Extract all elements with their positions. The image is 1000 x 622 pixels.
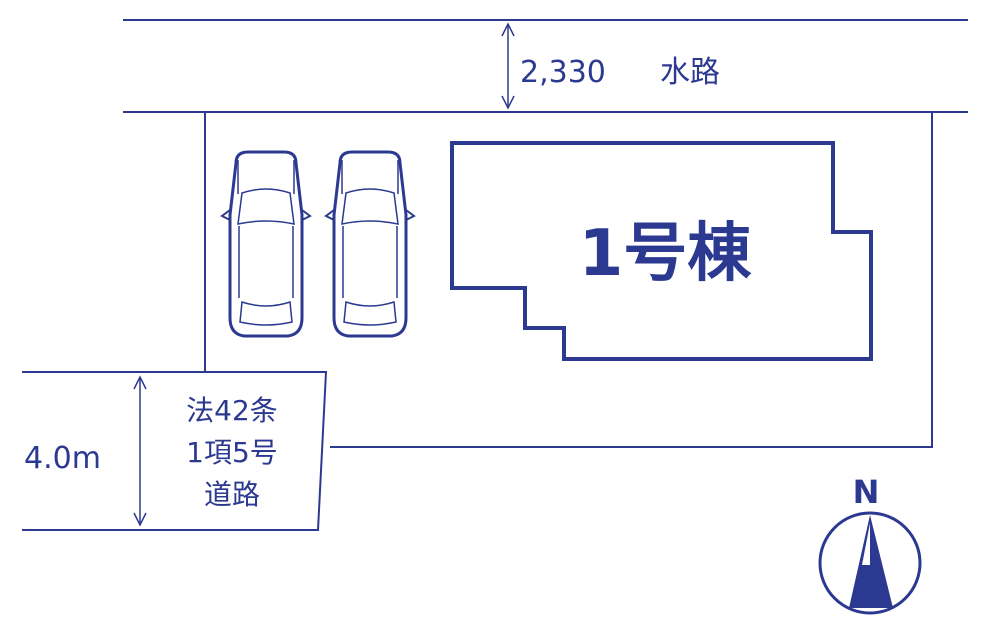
road-label-line-3: 道路 <box>204 478 260 511</box>
road-label-line-1: 法42条 <box>186 394 278 427</box>
lot-boundary <box>204 112 933 448</box>
road-label-line-2: 1項5号 <box>186 436 278 469</box>
waterway-width: 2,330 <box>520 55 606 90</box>
road-outline <box>22 371 328 531</box>
road-dimension-arrow <box>133 375 147 527</box>
building-footprint <box>450 141 873 361</box>
compass-north-label: N <box>853 473 880 511</box>
north-compass-icon <box>818 511 922 615</box>
car-icon <box>220 150 312 338</box>
waterway-dimension-arrow <box>501 22 515 110</box>
waterway-label: 水路 <box>660 55 720 90</box>
car-icon <box>324 150 416 338</box>
building-label: 1号棟 <box>579 217 753 291</box>
road-width: 4.0m <box>24 441 101 476</box>
